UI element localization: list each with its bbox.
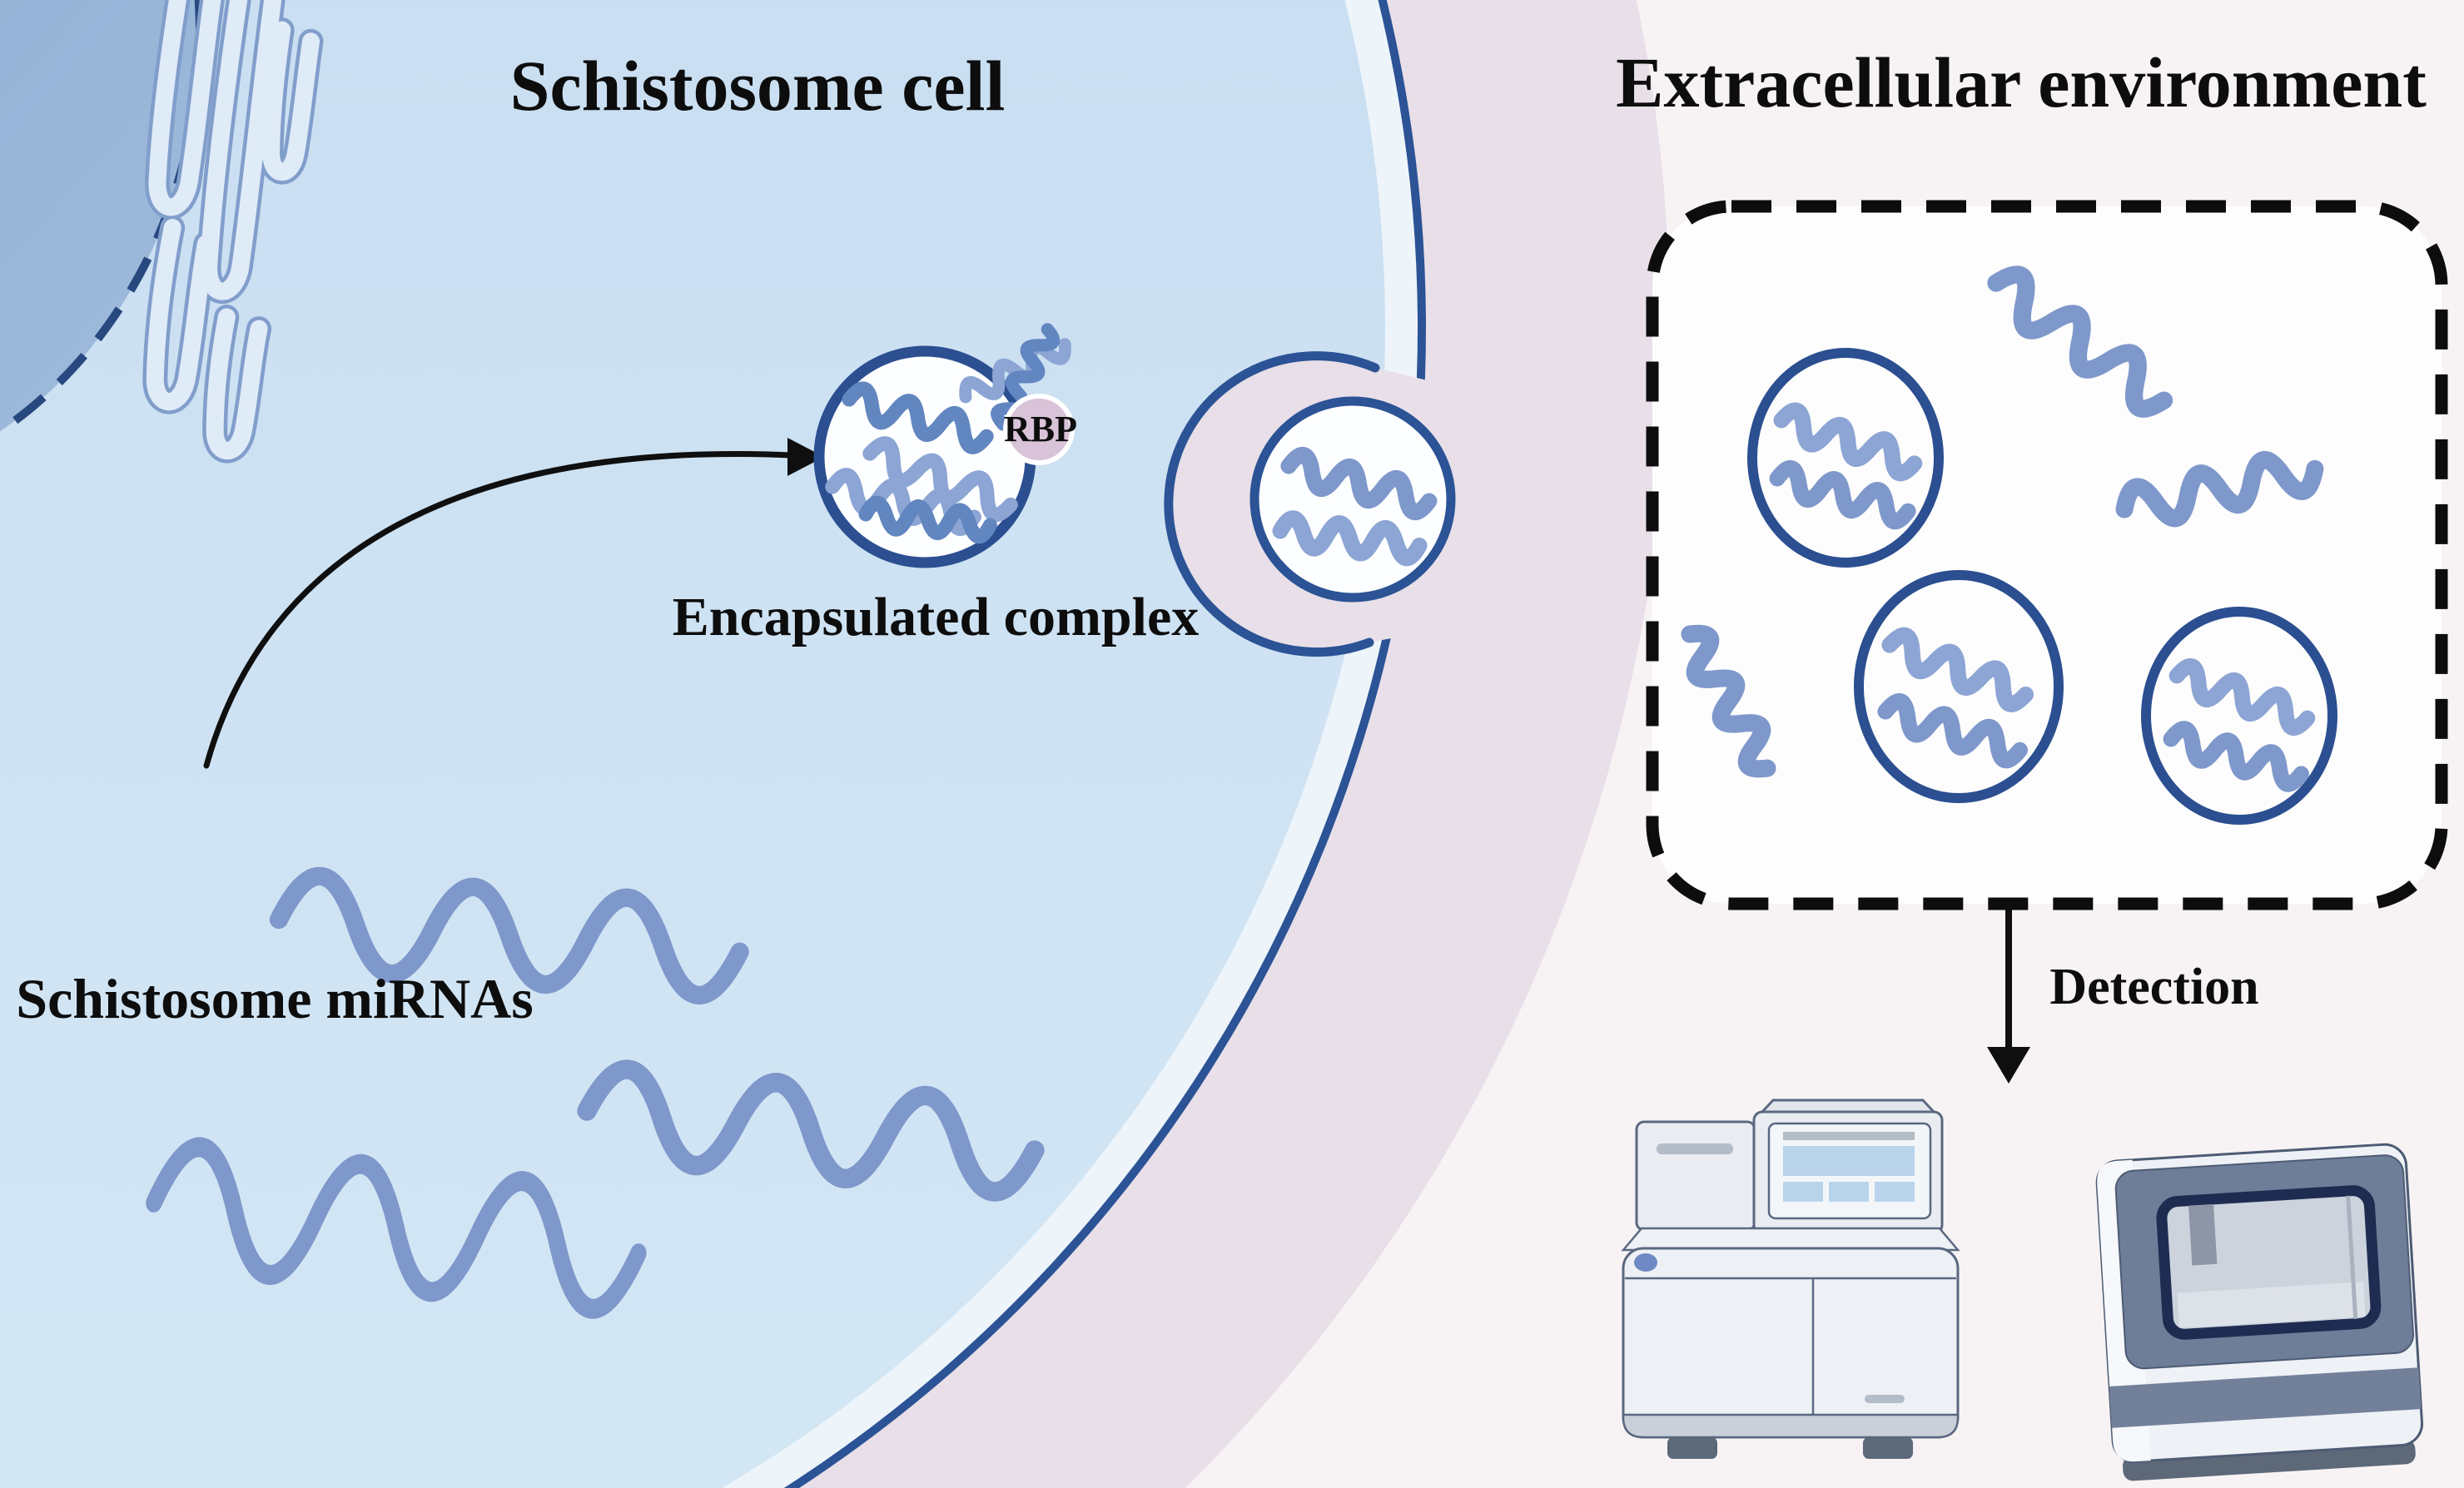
encapsulated-complex-icon [813,325,1075,568]
extracellular-sample-box [1646,200,2448,910]
encapsulation-arrow [203,438,824,769]
extracellular-vesicle-icon [1854,570,2064,803]
sequencer-machine-icon [2095,1143,2424,1481]
endoplasmic-reticulum-icon [142,0,324,464]
extracellular-vesicle-icon [1747,348,1944,568]
rbp-protein-icon [1003,394,1075,465]
secreted-vesicle-icon [1249,396,1456,603]
rbp-label: RBP [1004,409,1077,449]
extracellular-vesicle-icon [2141,607,2337,825]
extracellular-region-title: Extracellular environment [1616,42,2427,122]
encapsulated-complex-label: Encapsulated complex [672,587,1200,647]
detection-arrow [1987,905,2030,1084]
detection-label: Detection [2049,959,2259,1015]
mirna-cluster-label: Schistosome miRNAs [16,967,534,1030]
cell-region-title: Schistosome cell [509,46,1006,126]
qpcr-machine-icon [1621,1099,1960,1459]
